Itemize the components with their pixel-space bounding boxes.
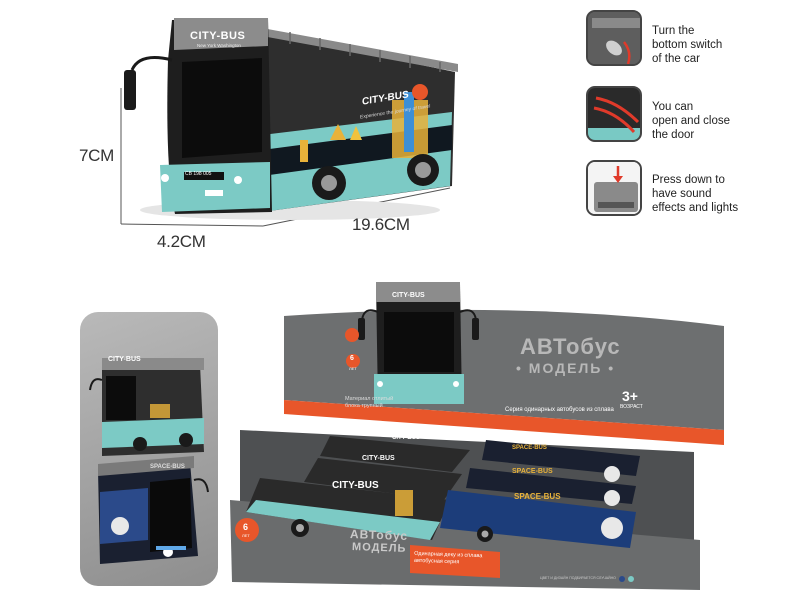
- tray-bus-label-4: SPACE-BUS: [512, 445, 547, 451]
- height-dimension: 7CM: [79, 146, 114, 165]
- length-dimension: 19.6CM: [352, 215, 410, 234]
- sound-icon: [345, 328, 359, 342]
- box-front-orange-tag: [410, 545, 500, 578]
- product-photo-card: [80, 312, 218, 586]
- age-badge-circle: [346, 354, 360, 368]
- box-top-bus: [358, 282, 479, 404]
- bus-name-label: CITY-BUS: [190, 30, 246, 42]
- tray-bus-label-6: SPACE-BUS: [514, 492, 561, 501]
- front-badge-label: ЛЕТ: [242, 533, 250, 538]
- barcode-text: ЦВЕТ И ДИЗАЙН ПОДБИРАЕТСЯ СЛУЧАЙНО: [540, 576, 616, 580]
- box-subtitle: Серия одинарных автобусов из сплава: [505, 407, 614, 413]
- box-age: 3+: [622, 388, 638, 404]
- feature-sound-image: [586, 160, 642, 216]
- box-title-line2: • МОДЕЛЬ •: [516, 360, 616, 376]
- feature-sound-text: Press down to have sound effects and lig…: [652, 174, 739, 214]
- tray-space-buses: [440, 440, 640, 548]
- box-title-line1: АВТобус: [520, 334, 621, 359]
- box-badge-age: 6: [350, 355, 354, 362]
- tray-bus-label-2: CITY-BUS: [362, 455, 395, 462]
- front-age-badge-circle: [235, 518, 259, 542]
- main-bus: [124, 18, 458, 214]
- front-title-line2: МОДЕЛЬ: [351, 541, 407, 555]
- photo-space-bus-name: SPACE-BUS: [150, 464, 185, 470]
- photo-bus-name: CITY-BUS: [108, 356, 141, 363]
- box-age-label: ВОЗРАСТ: [620, 404, 643, 410]
- bus-cities-label: New York Washington: [197, 43, 241, 48]
- front-badge-age: 6: [243, 522, 249, 532]
- feature-switch-text: Turn the bottom switch of the car: [652, 25, 723, 65]
- photo-city-bus: [89, 358, 204, 456]
- width-dimension: 4.2CM: [157, 232, 206, 251]
- tray-bus-label-5: SPACE-BUS: [512, 468, 553, 475]
- tray-bus-label-3: CITY-BUS: [332, 480, 379, 491]
- box-badge-label: ЛЕТ: [349, 366, 357, 371]
- color-dot-teal: [628, 576, 634, 582]
- photo-space-bus: [98, 456, 209, 564]
- feature-switch-image: [586, 10, 642, 66]
- box-material-note: Материал отлитый блока трупный: [345, 396, 394, 409]
- box-orange-band: [284, 400, 724, 445]
- color-dot-blue: [619, 576, 625, 582]
- tray-bus-label-1: CITY-BUS: [392, 435, 421, 441]
- bus-plate: CB 198 005: [185, 171, 212, 177]
- front-note: Одинарная деку из сплава автобусная сери…: [413, 550, 483, 566]
- feature-door-image: [586, 86, 642, 142]
- tray-city-buses: [246, 436, 470, 540]
- box-top-bus-name: CITY-BUS: [392, 292, 425, 299]
- feature-door-text: You can open and close the door: [652, 101, 731, 141]
